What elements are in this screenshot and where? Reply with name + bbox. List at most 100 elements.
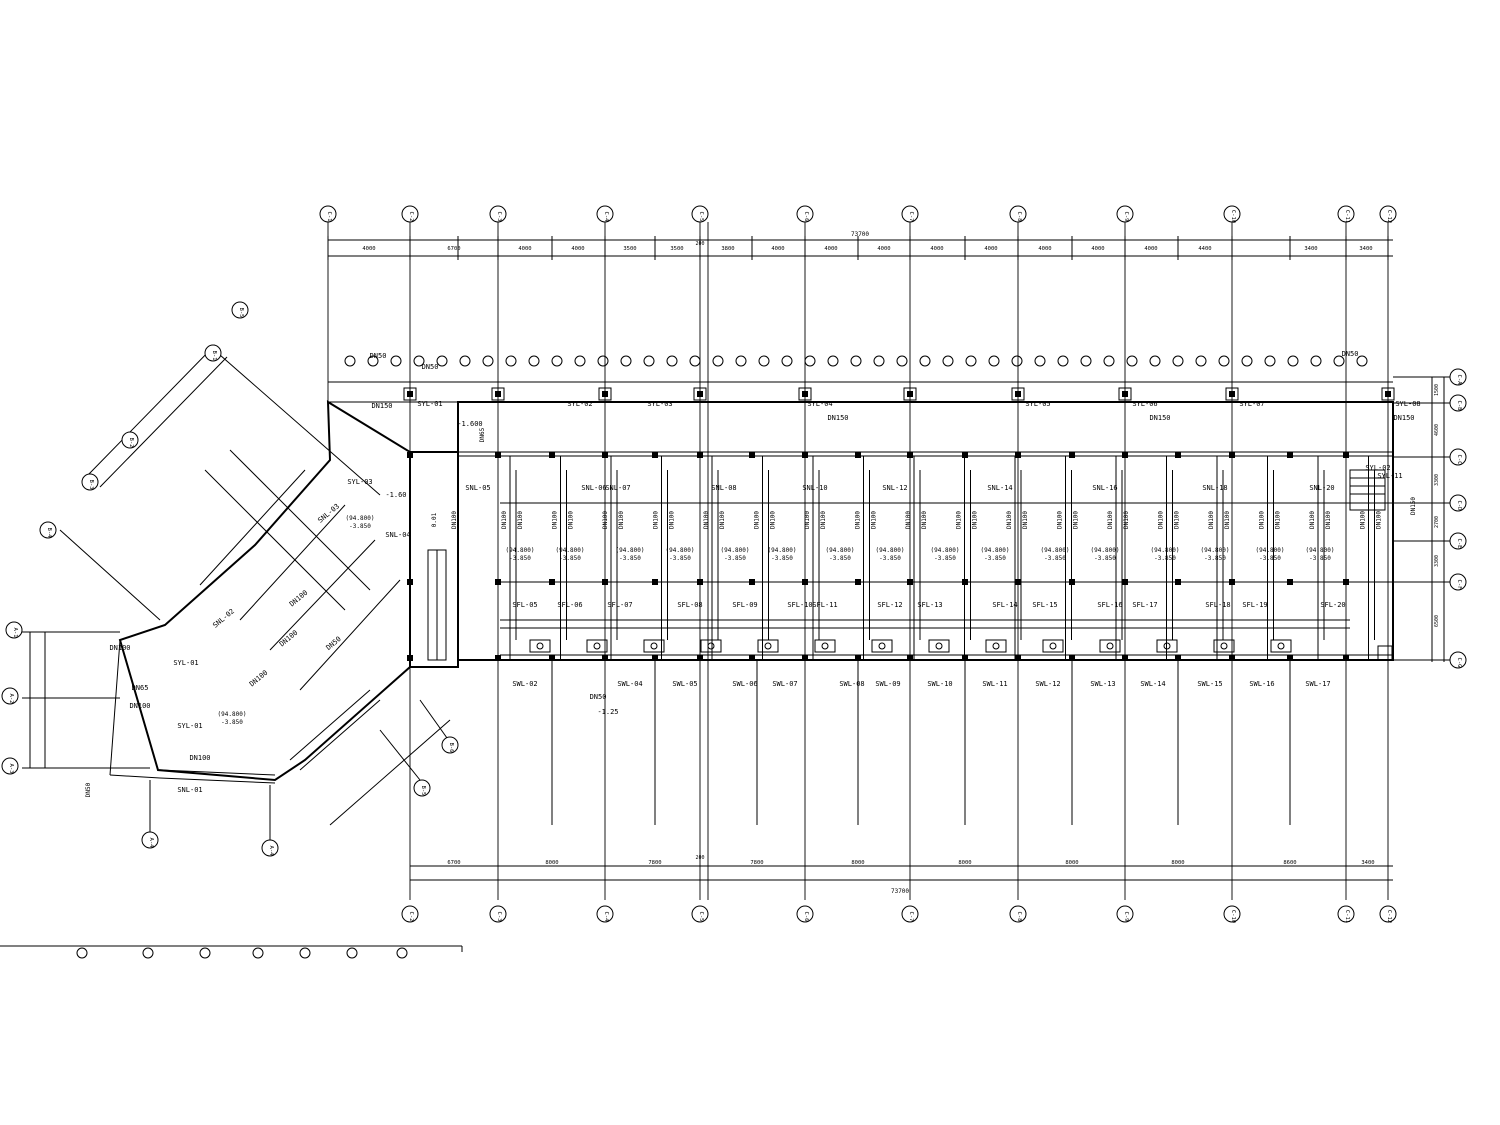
water-meter-box-4 — [693, 387, 707, 401]
floor-drain-icon — [935, 642, 943, 650]
east-pipe-label-2: DN150 — [1410, 497, 1417, 515]
floor-drain-fixture — [700, 639, 722, 653]
axis-bubble-top-3 — [489, 205, 507, 223]
top-small-mark: 200 — [695, 241, 704, 247]
swl-label-12: SWL-14 — [1140, 680, 1165, 688]
overall-dimension-bottom: 73700 — [891, 888, 909, 895]
axis-bubble-wing-2 — [121, 431, 139, 449]
axis-bubble-wing-9 — [1, 757, 19, 775]
snl-label-2: SNL-06 — [581, 484, 606, 492]
floor-drain-icon — [1106, 642, 1114, 650]
legend-symbol-6 — [346, 947, 358, 959]
top-dimension-15: 4000 — [1144, 246, 1157, 252]
east-riser-label-2: SYL-02 — [1365, 464, 1390, 472]
valve-symbol — [390, 355, 402, 367]
top-dimension-last: 3400 — [1359, 246, 1372, 252]
floor-drain-icon — [1049, 642, 1057, 650]
riser-label-top-8: SYL-08 — [1395, 400, 1420, 408]
top-dimension-2: 6700 — [447, 246, 460, 252]
floor-drain-icon — [992, 642, 1000, 650]
axis-bubble-bottom-6 — [901, 905, 919, 923]
snl-label-10: SNL-20 — [1309, 484, 1334, 492]
valve-symbol — [666, 355, 678, 367]
snl-label-8: SNL-16 — [1092, 484, 1117, 492]
wing-riser-label-2: SYL-01 — [173, 659, 198, 667]
elevation-label: (94.800) — [1151, 547, 1180, 554]
pipe-size-label: DN100 — [871, 511, 878, 529]
floor-drain-icon — [1220, 642, 1228, 650]
axis-bubble-wing-1 — [204, 344, 222, 362]
valve-symbol — [1080, 355, 1092, 367]
valve-symbol — [689, 355, 701, 367]
swl-label-6: SWL-08 — [839, 680, 864, 688]
axis-bubble-right-4-label: C-D — [1456, 501, 1462, 511]
valve-symbol — [1218, 355, 1230, 367]
sfl-label-2: SFL-06 — [557, 601, 582, 609]
axis-bubble-right-5-label: C-E — [1456, 539, 1462, 549]
wing-pipe-6: DN100 — [278, 629, 299, 649]
column-marker — [652, 452, 658, 458]
bottom-dimension-8: 8000 — [1171, 860, 1184, 866]
valve-symbol — [505, 355, 517, 367]
axis-bubble-wing-8-label: A-2 — [8, 694, 14, 704]
floor-drain-fixture — [985, 639, 1007, 653]
axis-bubble-top-4-label: C-4 — [603, 212, 609, 223]
floor-drain-fixture — [814, 639, 836, 653]
axis-bubble-top-5 — [691, 205, 709, 223]
elevation-label: (94.800) — [1091, 547, 1120, 554]
pipe-size-label: DN100 — [1123, 511, 1130, 529]
legend-symbol-4 — [252, 947, 264, 959]
water-meter-box-8 — [1118, 387, 1132, 401]
elevation-label: (94.800) — [1201, 547, 1230, 554]
swl-label-4: SWL-06 — [732, 680, 757, 688]
water-meter-core — [407, 391, 413, 397]
valve-symbol — [1287, 355, 1299, 367]
swl-label-10: SWL-12 — [1035, 680, 1060, 688]
valve-symbol — [643, 355, 655, 367]
axis-bubble-right-5 — [1449, 532, 1467, 550]
water-meter-box-5 — [798, 387, 812, 401]
wing-elevation-label: (94.800) — [346, 515, 375, 522]
column-marker — [1069, 452, 1075, 458]
column-marker — [1175, 579, 1181, 585]
right-dimension-1: 1500 — [1434, 384, 1440, 396]
pipe-size-label: DN100 — [855, 511, 862, 529]
top-dimension-16: 4400 — [1198, 246, 1211, 252]
slope-label: 0.01 — [431, 512, 438, 527]
bottom-dimension-2: 8000 — [545, 860, 558, 866]
swl-label-7: SWL-09 — [875, 680, 900, 688]
floor-drain-icon — [536, 642, 544, 650]
sfl-label-3: SFL-07 — [607, 601, 632, 609]
valve-symbol — [459, 355, 471, 367]
elevation-value: -3.850 — [771, 555, 793, 562]
pipe-size-label: DN100 — [820, 511, 827, 529]
axis-bubble-bottom-11-label: C-12 — [1386, 910, 1392, 923]
valve-symbol — [367, 355, 379, 367]
top-dimension-5: 3500 — [623, 246, 636, 252]
valve-symbol — [1149, 355, 1161, 367]
valve-symbol — [965, 355, 977, 367]
water-meter-core — [495, 391, 501, 397]
sfl-label-5: SFL-09 — [732, 601, 757, 609]
elevation-label: (94.800) — [931, 547, 960, 554]
elevation-label: (94.800) — [876, 547, 905, 554]
sfl-label-1: SFL-05 — [512, 601, 537, 609]
valve-symbol — [1126, 355, 1138, 367]
water-meter-core — [1385, 391, 1391, 397]
axis-bubble-bottom-10 — [1337, 905, 1355, 923]
pipe-size-label: DN100 — [754, 511, 761, 529]
floor-drain-icon — [878, 642, 886, 650]
column-marker — [855, 579, 861, 585]
axis-bubble-top-1 — [319, 205, 337, 223]
valve-symbol — [344, 355, 356, 367]
column-marker — [407, 579, 413, 585]
column-marker — [907, 655, 913, 661]
pipe-size-label: DN100 — [653, 511, 660, 529]
water-meter-core — [802, 391, 808, 397]
floor-drain-fixture — [1270, 639, 1292, 653]
column-marker — [1229, 655, 1235, 661]
axis-bubble-wing-7 — [5, 621, 23, 639]
axis-bubble-right-3-label: C-C — [1456, 455, 1462, 465]
pipe-size-label: DN100 — [602, 511, 609, 529]
